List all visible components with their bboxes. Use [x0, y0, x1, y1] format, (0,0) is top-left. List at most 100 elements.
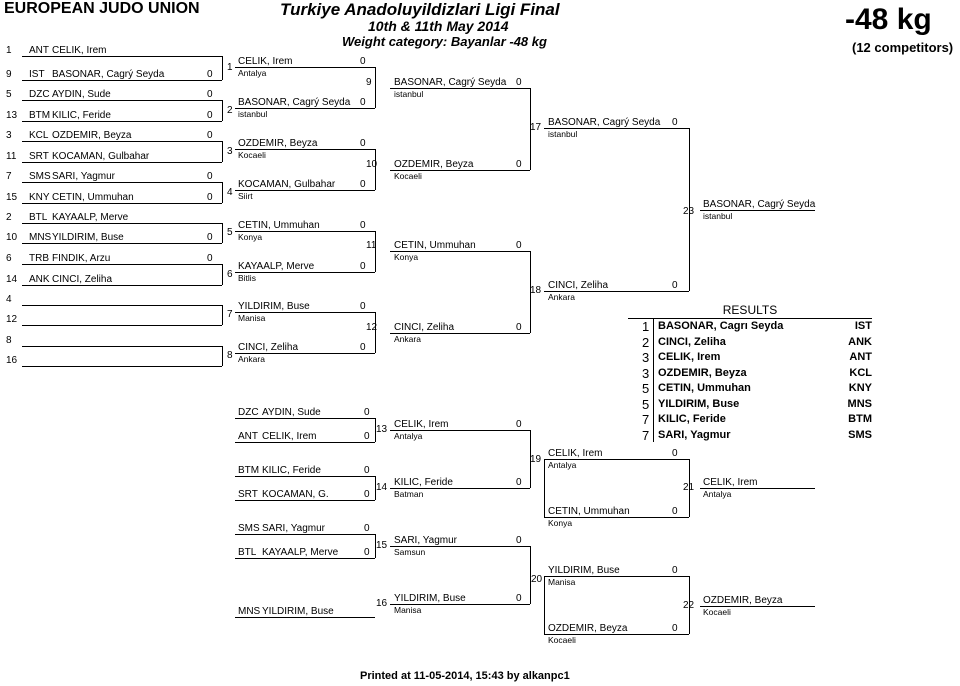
winner-club: Antalya [238, 68, 267, 78]
draw-country-code: DZC [29, 89, 50, 100]
draw-country-code: MNS [29, 232, 52, 243]
winner-name: KOCAMAN, Gulbahar [238, 179, 336, 190]
winner-name: CETIN, Ummuhan [238, 220, 320, 231]
match-number: 9 [366, 77, 372, 88]
bracket-line [22, 305, 222, 306]
competitor-count: (12 competitors) [852, 40, 954, 55]
bronze-winner-name: CELIK, Irem [703, 477, 758, 488]
repechage-score: 0 [364, 547, 370, 558]
draw-country-code: KNY [29, 192, 50, 203]
repechage-country-code: BTM [238, 465, 260, 476]
winner-club: Bitlis [238, 273, 256, 283]
bracket-line [375, 67, 376, 108]
winner-club: Manisa [394, 605, 422, 615]
winner-score: 0 [516, 419, 522, 430]
result-code: KCL [849, 366, 872, 379]
weight-category: Weight category: Bayanlar -48 kg [342, 34, 547, 49]
winner-club: Samsun [394, 547, 426, 557]
draw-competitor-name: KAYAALP, Merve [52, 212, 129, 223]
repechage-competitor-name: SARI, Yagmur [262, 523, 325, 534]
bracket-line [544, 634, 689, 635]
match-number: 1 [227, 62, 233, 73]
draw-score: 0 [207, 89, 213, 100]
winner-name: BASONAR, Cagrý Seyda [548, 117, 661, 128]
result-rank: 5 [642, 396, 650, 412]
winner-score: 0 [360, 261, 366, 272]
winner-club: Manisa [548, 577, 576, 587]
tournament-title: Turkiye Anadoluyildizlari Ligi Final [280, 0, 560, 19]
repechage-competitor-name: AYDIN, Sude [262, 407, 321, 418]
repechage-country-code: SRT [238, 489, 258, 500]
winner-score: 0 [516, 477, 522, 488]
winner-name: YILDIRIM, Buse [394, 593, 466, 604]
bracket-line [22, 56, 222, 57]
draw-seed-number: 2 [6, 212, 12, 223]
bracket-line [375, 312, 376, 353]
match-number: 16 [376, 598, 388, 609]
draw-seed-number: 7 [6, 171, 12, 182]
bracket-line [390, 88, 530, 89]
draw-competitor-name: OZDEMIR, Beyza [52, 130, 132, 141]
draw-competitor-name: KILIC, Feride [52, 110, 111, 121]
draw-score: 0 [207, 192, 213, 203]
draw-competitor-name: CETIN, Ummuhan [52, 192, 134, 203]
match-number: 8 [227, 350, 233, 361]
winner-club: istanbul [238, 109, 268, 119]
repechage-competitor-name: KAYAALP, Merve [262, 547, 339, 558]
winner-score: 0 [516, 322, 522, 333]
bracket-line [375, 149, 376, 190]
draw-seed-number: 3 [6, 130, 12, 141]
winner-name: OZDEMIR, Beyza [394, 159, 474, 170]
result-code: KNY [848, 382, 872, 394]
winner-score: 0 [360, 220, 366, 231]
bracket-line [22, 141, 222, 142]
winner-score: 0 [360, 56, 366, 67]
bracket-line [689, 128, 690, 291]
bracket-line [700, 210, 815, 211]
repechage-competitor-name: CELIK, Irem [262, 431, 317, 442]
bracket-line [390, 170, 530, 171]
bracket-line [530, 251, 531, 333]
result-rank: 1 [642, 319, 650, 334]
bracket-line [390, 604, 530, 605]
bracket-line [700, 606, 815, 607]
result-name: CINCI, Zeliha [658, 335, 726, 348]
champion-name: BASONAR, Cagrý Seyda [703, 199, 816, 210]
winner-score: 0 [672, 623, 678, 634]
result-code: MNS [847, 397, 872, 410]
bracket-line [700, 488, 815, 489]
winner-name: CELIK, Irem [548, 448, 603, 459]
bracket-line [544, 517, 689, 518]
match-number: 22 [683, 600, 695, 611]
winner-club: Antalya [394, 431, 423, 441]
winner-club: Batman [394, 489, 424, 499]
winner-score: 0 [672, 448, 678, 459]
winner-club: Konya [238, 232, 263, 242]
bracket-line [222, 223, 223, 243]
bracket-line [22, 366, 222, 367]
draw-seed-number: 1 [6, 45, 12, 56]
draw-country-code: BTM [29, 110, 51, 121]
bracket-line [235, 617, 375, 618]
bracket-line [544, 576, 545, 634]
match-number: 19 [530, 454, 542, 465]
match-number: 13 [376, 424, 388, 435]
bracket-line [390, 430, 530, 431]
draw-score: 0 [207, 232, 213, 243]
bracket-line [22, 285, 222, 286]
bracket-line [544, 291, 689, 292]
bracket-line [222, 141, 223, 162]
match-number: 7 [227, 309, 233, 320]
result-rank: 3 [642, 350, 650, 365]
repechage-country-code: BTL [238, 547, 257, 558]
winner-score: 0 [360, 138, 366, 149]
winner-name: YILDIRIM, Buse [238, 301, 310, 312]
winner-score: 0 [516, 240, 522, 251]
result-name: KILIC, Feride [658, 413, 726, 425]
result-name: OZDEMIR, Beyza [658, 366, 747, 379]
winner-club: istanbul [394, 89, 424, 99]
winner-score: 0 [672, 506, 678, 517]
result-name: CETIN, Ummuhan [658, 382, 751, 394]
